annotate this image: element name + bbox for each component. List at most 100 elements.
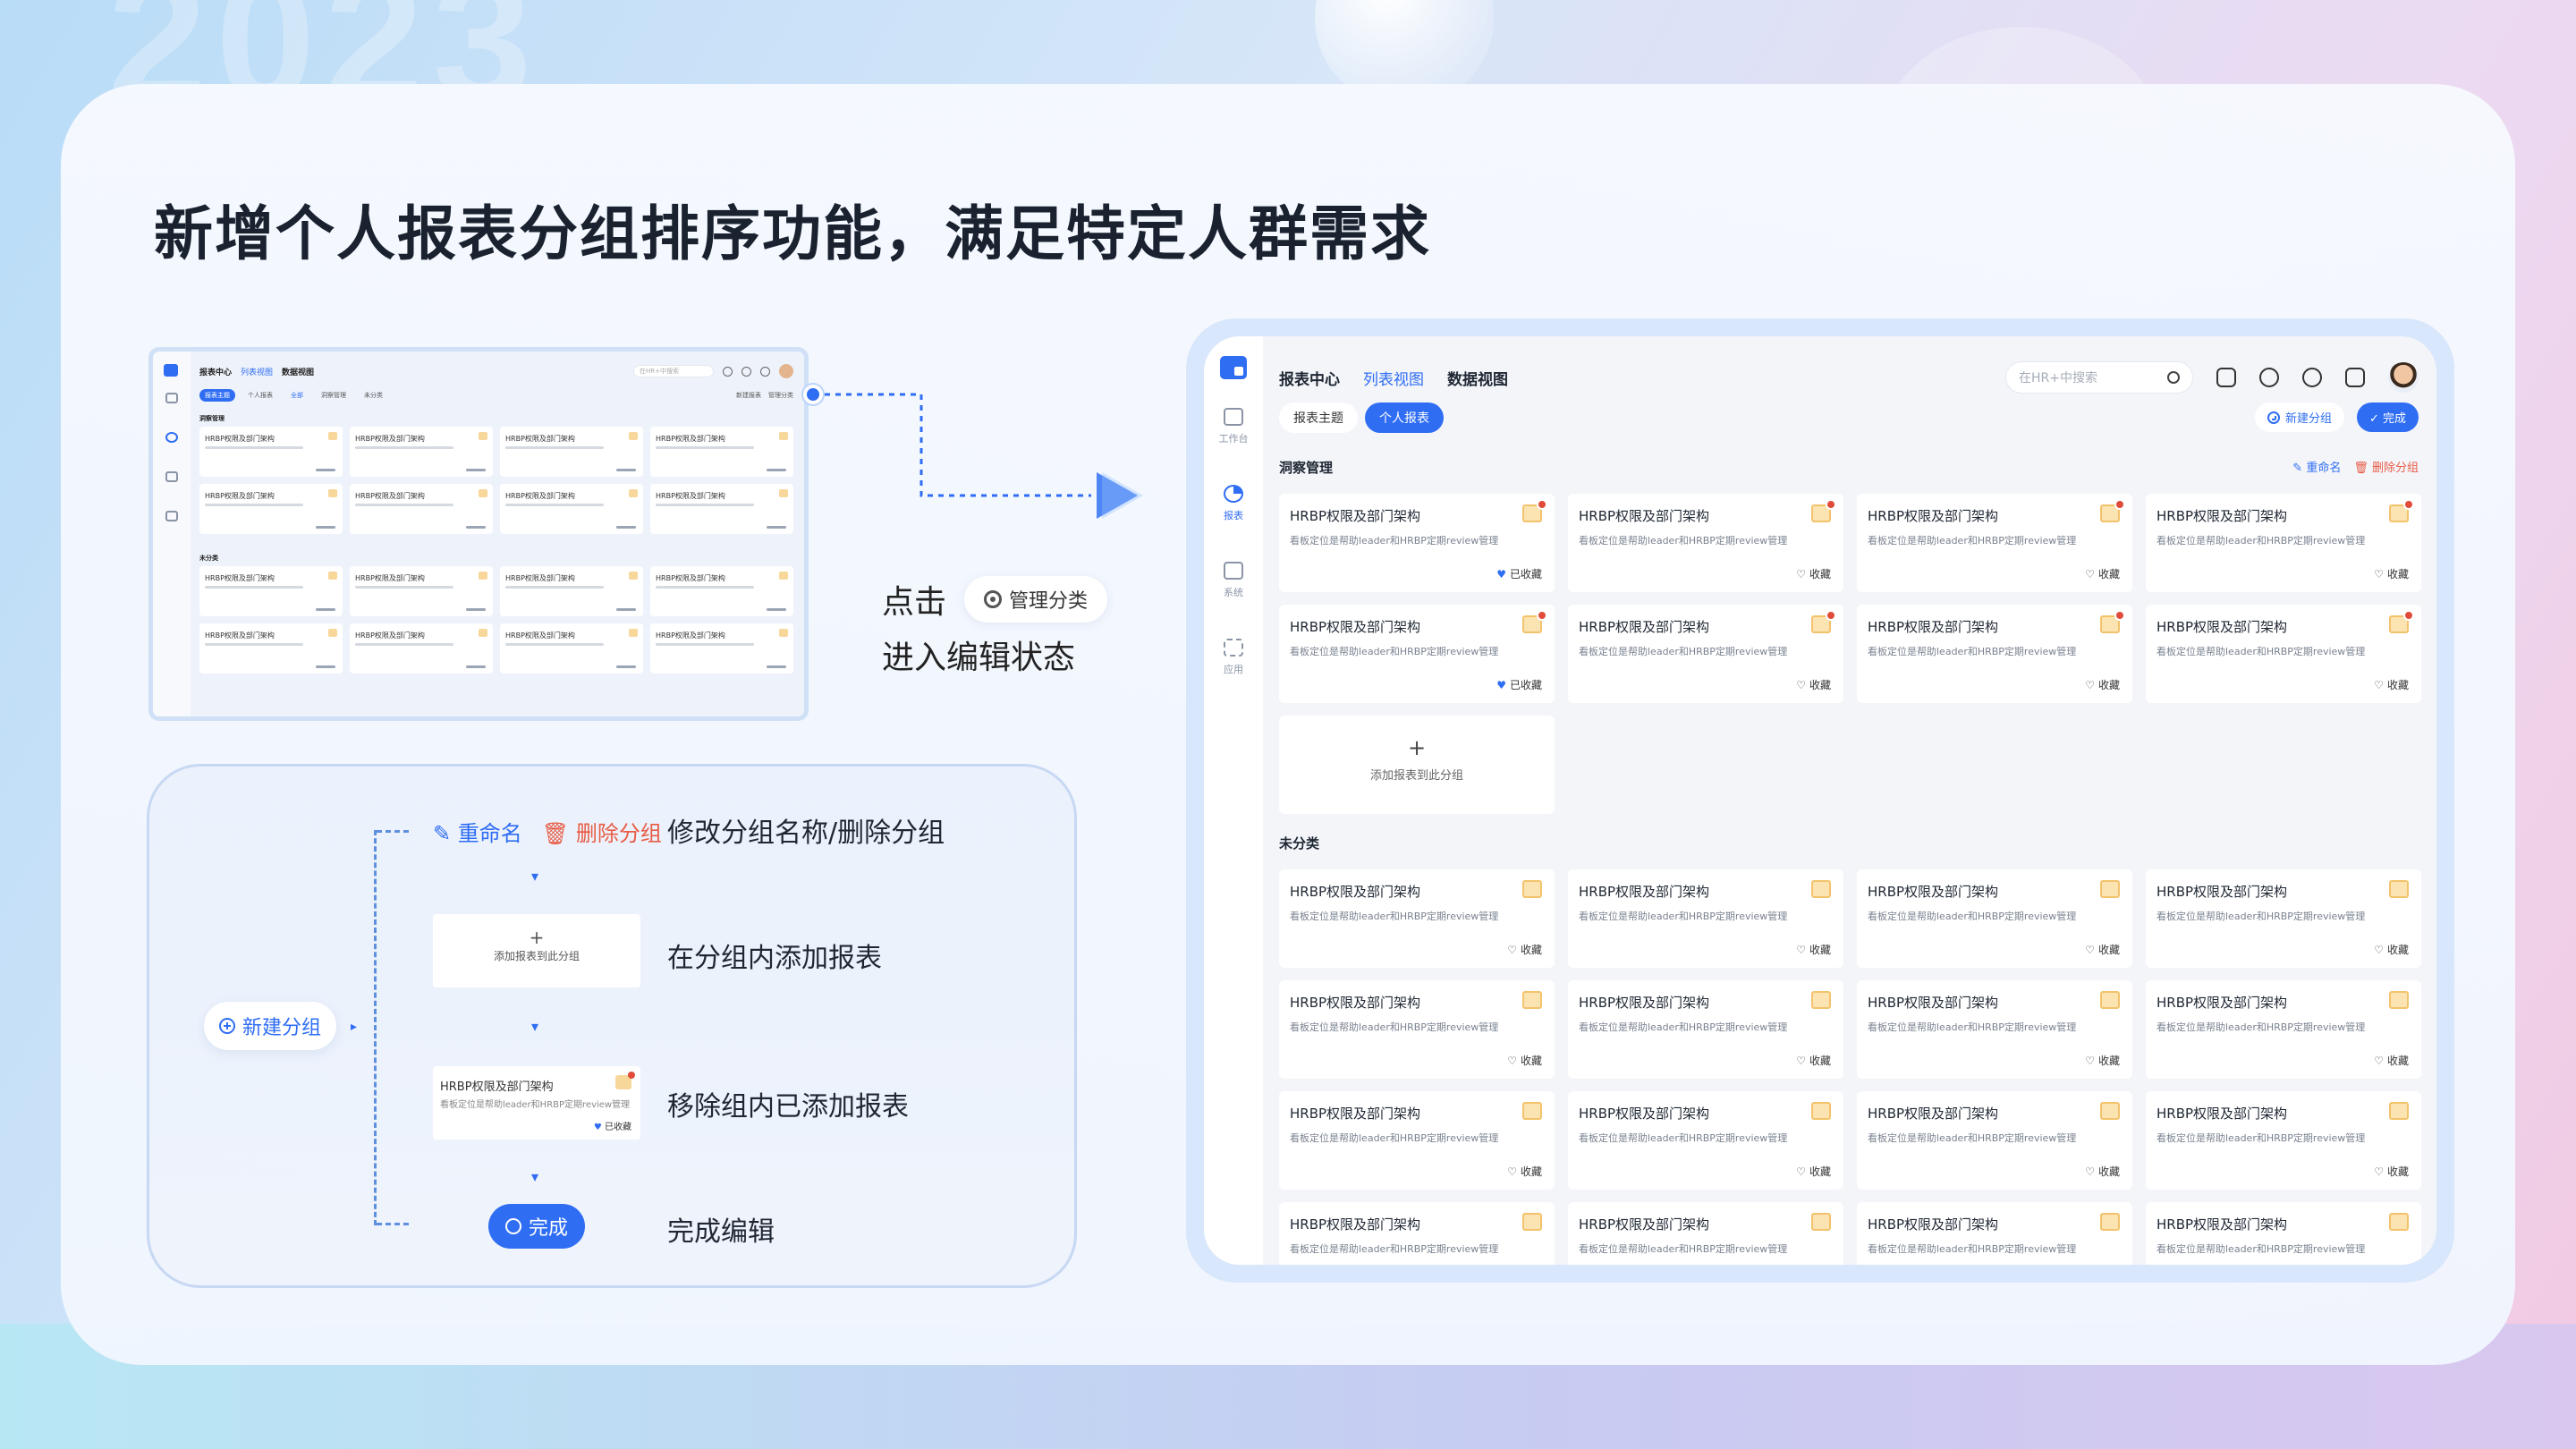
delete-group-button[interactable]: 🗑 删除分组	[541, 821, 662, 846]
remove-badge-icon[interactable]	[2114, 610, 2125, 621]
chevron-right-icon: ▸	[351, 1020, 358, 1034]
mini-card-title: HRBP权限及部门架构	[205, 574, 275, 582]
report-card-desc: 看板定位是帮助leader和HRBP定期review管理	[1579, 911, 1788, 922]
report-card-desc: 看板定位是帮助leader和HRBP定期review管理	[1579, 646, 1788, 657]
report-card-example[interactable]: HRBP权限及部门架构 看板定位是帮助leader和HRBP定期review管理…	[433, 1066, 640, 1140]
rename-button[interactable]: ✎ 重命名	[433, 821, 522, 846]
report-card[interactable]: HRBP权限及部门架构看板定位是帮助leader和HRBP定期review管理♡…	[1568, 1091, 1843, 1190]
tab-report-topics[interactable]: 报表主题	[1279, 402, 1358, 433]
report-card[interactable]: HRBP权限及部门架构看板定位是帮助leader和HRBP定期review管理♡…	[2146, 1202, 2421, 1265]
favorite-button[interactable]: ♡收藏	[1507, 1164, 1542, 1179]
report-card[interactable]: HRBP权限及部门架构看板定位是帮助leader和HRBP定期review管理♥…	[1279, 605, 1555, 703]
remove-badge-icon[interactable]	[2403, 610, 2414, 621]
sidebar-item-system[interactable]: 系统	[1204, 562, 1263, 599]
report-card[interactable]: HRBP权限及部门架构看板定位是帮助leader和HRBP定期review管理♡…	[2146, 605, 2421, 703]
mini-manage-category: 管理分类	[768, 392, 793, 399]
remove-badge-icon[interactable]	[2403, 499, 2414, 510]
report-card-title: HRBP权限及部门架构	[1868, 995, 1999, 1011]
favorite-button[interactable]: ♡收藏	[1796, 677, 1831, 692]
page-title: 新增个人报表分组排序功能，满足特定人群需求	[154, 199, 1431, 268]
mini-fav-line	[767, 665, 786, 668]
mini-file-icon	[479, 629, 487, 637]
report-card[interactable]: HRBP权限及部门架构看板定位是帮助leader和HRBP定期review管理♡…	[1857, 980, 2132, 1079]
mini-fav-line	[466, 526, 486, 529]
add-report-placeholder[interactable]: + 添加报表到此分组	[433, 914, 640, 987]
cloud-icon[interactable]	[2345, 368, 2365, 387]
favorite-button[interactable]: ♡收藏	[2374, 1053, 2409, 1068]
report-card[interactable]: HRBP权限及部门架构看板定位是帮助leader和HRBP定期review管理♥…	[1279, 494, 1555, 592]
report-card[interactable]: HRBP权限及部门架构看板定位是帮助leader和HRBP定期review管理♡…	[1279, 980, 1555, 1079]
manage-category-button[interactable]: 管理分类	[964, 576, 1108, 623]
bell-icon[interactable]	[2259, 368, 2279, 387]
sidebar-item-apps[interactable]: 应用	[1204, 639, 1263, 676]
report-card[interactable]: HRBP权限及部门架构看板定位是帮助leader和HRBP定期review管理♡…	[1568, 980, 1843, 1079]
new-group-button[interactable]: 新建分组	[2254, 402, 2344, 432]
report-card[interactable]: HRBP权限及部门架构看板定位是帮助leader和HRBP定期review管理♡…	[1857, 494, 2132, 592]
report-card[interactable]: HRBP权限及部门架构看板定位是帮助leader和HRBP定期review管理♡…	[2146, 980, 2421, 1079]
report-card[interactable]: HRBP权限及部门架构看板定位是帮助leader和HRBP定期review管理♡…	[1568, 605, 1843, 703]
report-file-icon	[1522, 880, 1542, 898]
favorite-button[interactable]: ♥已收藏	[1496, 566, 1542, 581]
translate-icon[interactable]	[2216, 368, 2236, 387]
mini-tabs: 报表主题 个人报表 全部 洞察管理 未分类	[199, 389, 388, 402]
report-card[interactable]: HRBP权限及部门架构看板定位是帮助leader和HRBP定期review管理♡…	[2146, 1091, 2421, 1190]
favorite-button[interactable]: ♡收藏	[1796, 942, 1831, 957]
remove-badge-icon[interactable]	[1537, 499, 1547, 510]
new-group-button[interactable]: 新建分组	[204, 1002, 336, 1050]
report-card[interactable]: HRBP权限及部门架构看板定位是帮助leader和HRBP定期review管理♡…	[1568, 869, 1843, 968]
remove-badge-icon[interactable]	[1537, 610, 1547, 621]
remove-badge-icon[interactable]	[2114, 499, 2125, 510]
tab-list-view[interactable]: 列表视图	[1363, 370, 1424, 389]
mini-card-desc-line	[355, 643, 453, 646]
favorite-button[interactable]: ♥已收藏	[1496, 677, 1542, 692]
favorite-button[interactable]: ♡收藏	[1796, 566, 1831, 581]
avatar[interactable]	[2388, 362, 2419, 393]
favorite-button[interactable]: ♡收藏	[1796, 1164, 1831, 1179]
heart-icon: ♡	[1796, 943, 1806, 956]
delete-group-button[interactable]: 🗑 删除分组	[2353, 462, 2419, 475]
tab-data-view[interactable]: 数据视图	[1447, 370, 1508, 389]
mini-fav-line	[466, 608, 486, 611]
report-file-icon[interactable]	[615, 1072, 635, 1089]
favorite-button[interactable]: ♡收藏	[2085, 677, 2120, 692]
remove-badge-icon[interactable]	[1826, 499, 1836, 510]
heart-icon: ♥	[1496, 567, 1506, 580]
favorite-button[interactable]: ♡收藏	[2374, 677, 2409, 692]
report-card[interactable]: HRBP权限及部门架构看板定位是帮助leader和HRBP定期review管理♡…	[1568, 494, 1843, 592]
report-card[interactable]: HRBP权限及部门架构看板定位是帮助leader和HRBP定期review管理♡…	[1279, 1202, 1555, 1265]
favorite-button[interactable]: ♡收藏	[2374, 942, 2409, 957]
report-card[interactable]: HRBP权限及部门架构看板定位是帮助leader和HRBP定期review管理♡…	[1857, 605, 2132, 703]
done-button[interactable]: ✓ 完成	[2356, 402, 2419, 432]
report-card[interactable]: HRBP权限及部门架构看板定位是帮助leader和HRBP定期review管理♡…	[1857, 869, 2132, 968]
mini-card-title: HRBP权限及部门架构	[205, 492, 275, 500]
search-input[interactable]: 在HR+中搜索	[2005, 361, 2193, 394]
favorite-button[interactable]: ♡收藏	[1507, 942, 1542, 957]
remove-badge-icon[interactable]	[1826, 610, 1836, 621]
favorite-button[interactable]: ♡收藏	[2374, 1164, 2409, 1179]
favorite-button[interactable]: ♡收藏	[2085, 942, 2120, 957]
report-card[interactable]: HRBP权限及部门架构看板定位是帮助leader和HRBP定期review管理♡…	[2146, 494, 2421, 592]
tab-personal-reports[interactable]: 个人报表	[1365, 402, 1444, 433]
add-report-to-group[interactable]: + 添加报表到此分组	[1279, 716, 1555, 814]
favorite-button[interactable]: ♡收藏	[2374, 566, 2409, 581]
report-card[interactable]: HRBP权限及部门架构看板定位是帮助leader和HRBP定期review管理♡…	[1568, 1202, 1843, 1265]
help-icon[interactable]	[2302, 368, 2322, 387]
mini-fav-line	[616, 469, 636, 471]
favorite-button[interactable]: ♡收藏	[2085, 1164, 2120, 1179]
mini-card-title: HRBP权限及部门架构	[656, 435, 725, 443]
report-card[interactable]: HRBP权限及部门架构看板定位是帮助leader和HRBP定期review管理♡…	[2146, 869, 2421, 968]
done-button[interactable]: 完成	[488, 1204, 585, 1249]
rename-button[interactable]: ✎ 重命名	[2292, 462, 2342, 475]
favorite-button[interactable]: ♡收藏	[1507, 1053, 1542, 1068]
report-card[interactable]: HRBP权限及部门架构看板定位是帮助leader和HRBP定期review管理♡…	[1857, 1202, 2132, 1265]
mini-card-title: HRBP权限及部门架构	[656, 574, 725, 582]
report-card[interactable]: HRBP权限及部门架构看板定位是帮助leader和HRBP定期review管理♡…	[1857, 1091, 2132, 1190]
mini-card-desc-line	[656, 504, 754, 506]
sidebar-item-workbench[interactable]: 工作台	[1204, 408, 1263, 445]
report-card[interactable]: HRBP权限及部门架构看板定位是帮助leader和HRBP定期review管理♡…	[1279, 1091, 1555, 1190]
sidebar-item-reports[interactable]: 报表	[1204, 485, 1263, 522]
favorite-button[interactable]: ♡收藏	[2085, 1053, 2120, 1068]
favorite-button[interactable]: ♡收藏	[1796, 1053, 1831, 1068]
favorite-button[interactable]: ♡收藏	[2085, 566, 2120, 581]
report-card[interactable]: HRBP权限及部门架构看板定位是帮助leader和HRBP定期review管理♡…	[1279, 869, 1555, 968]
